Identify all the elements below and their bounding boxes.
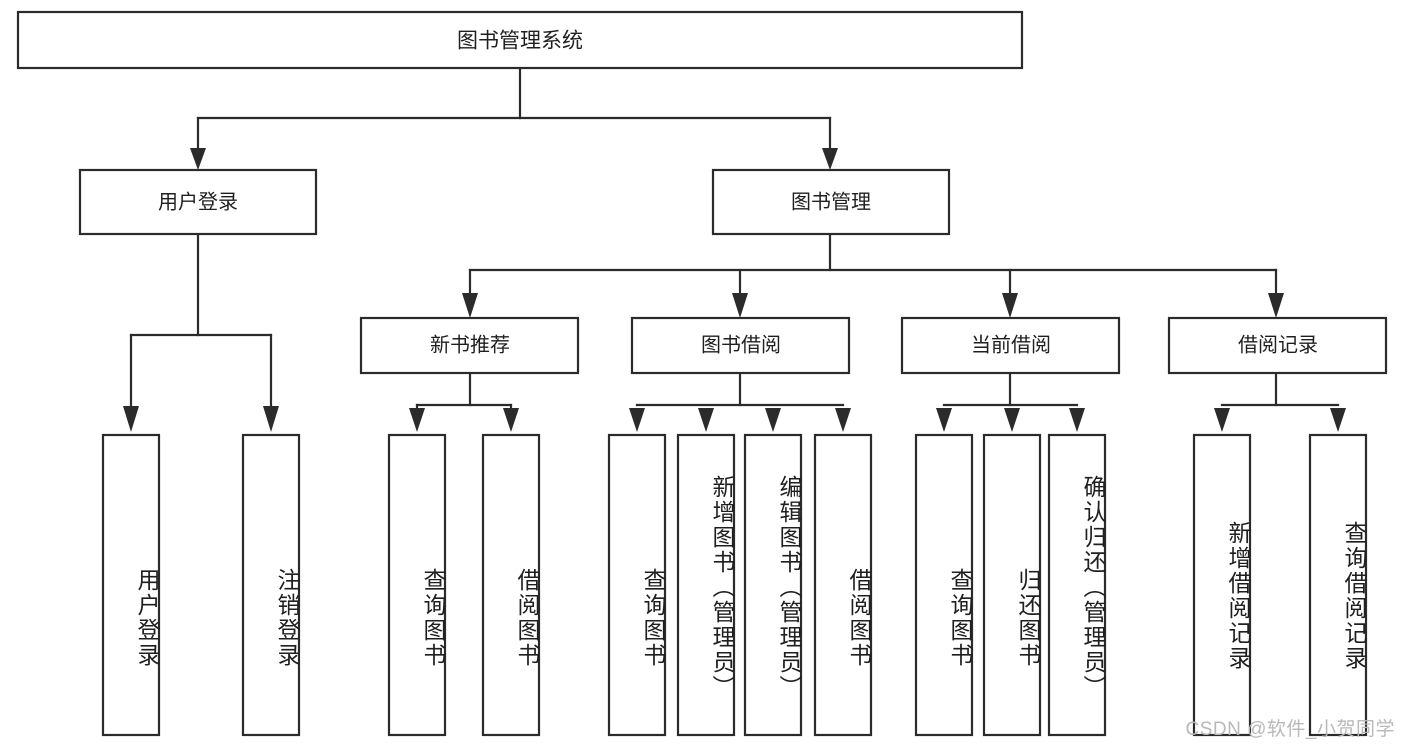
connector-bookborrow-to-leaves [629, 371, 851, 432]
node-user-login[interactable]: 用户登录 [78, 168, 318, 236]
arrowhead-l3-3 [1002, 293, 1018, 318]
node-root-box [16, 10, 1024, 70]
leaf-box-current-borrow-1[interactable] [914, 433, 974, 737]
leaf-box-book-borrow-1[interactable] [607, 433, 667, 737]
leaf-box-new-book-1[interactable] [387, 433, 447, 737]
arrowhead-l3-2 [732, 293, 748, 318]
leaf-box-book-borrow-4[interactable] [813, 433, 873, 737]
node-new-book-recommend[interactable]: 新书推荐 [359, 316, 580, 375]
arrowhead-currentborrow-2 [1004, 408, 1020, 432]
arrowhead-currentborrow-3 [1069, 408, 1085, 432]
leaf-box-new-book-2[interactable] [481, 433, 541, 737]
connector-root-to-level2 [190, 66, 838, 170]
connector-borrowrecord-to-leaves [1214, 371, 1346, 432]
leaf-box-current-borrow-2[interactable] [982, 433, 1042, 737]
csdn-watermark: CSDN @软件_小贺同学 [1185, 719, 1395, 740]
leaf-box-borrow-record-2[interactable] [1308, 433, 1368, 737]
leaf-box-user-login-2[interactable] [241, 433, 301, 737]
node-root-system[interactable]: 图书管理系统 [16, 10, 1024, 70]
arrowhead-bookborrow-3 [765, 408, 781, 432]
arrowhead-book-manage [822, 148, 838, 170]
arrowhead-user-login [190, 148, 206, 170]
leaf-box-user-login-1[interactable] [101, 433, 161, 737]
node-book-manage-label: 图书管理 [791, 190, 871, 213]
node-current-borrow-label: 当前借阅 [971, 333, 1051, 356]
leaf-box-current-borrow-3[interactable] [1047, 433, 1107, 737]
node-current-borrow[interactable]: 当前借阅 [900, 316, 1121, 375]
node-borrow-record-label: 借阅记录 [1238, 333, 1318, 356]
node-book-borrow-box [630, 316, 851, 375]
arrowhead-newbook-1 [409, 408, 425, 432]
arrowhead-leaf-userlogin-1 [123, 406, 139, 432]
node-book-manage-box [711, 168, 951, 236]
arrowhead-l3-1 [462, 293, 478, 318]
node-book-borrow-label: 图书借阅 [701, 333, 781, 356]
connector-userlogin-to-leaves [123, 232, 279, 432]
arrowhead-bookborrow-4 [835, 408, 851, 432]
arrowhead-leaf-userlogin-2 [263, 406, 279, 432]
node-new-book-recommend-box [359, 316, 580, 375]
connector-currentborrow-to-leaves [936, 371, 1085, 432]
node-book-manage[interactable]: 图书管理 [711, 168, 951, 236]
node-user-login-box [78, 168, 318, 236]
arrowhead-bookborrow-2 [698, 408, 714, 432]
node-current-borrow-box [900, 316, 1121, 375]
arrowhead-newbook-2 [503, 408, 519, 432]
leaf-box-book-borrow-3[interactable] [743, 433, 803, 737]
leaf-box-book-borrow-2[interactable] [676, 433, 736, 737]
arrowhead-bookborrow-1 [629, 408, 645, 432]
node-root-label: 图书管理系统 [457, 30, 583, 53]
arrowhead-borrowrecord-2 [1330, 408, 1346, 432]
node-borrow-record[interactable]: 借阅记录 [1167, 316, 1388, 375]
arrowhead-currentborrow-1 [936, 408, 952, 432]
node-book-borrow[interactable]: 图书借阅 [630, 316, 851, 375]
connector-bookmanage-to-level3 [462, 232, 1284, 318]
node-user-login-label: 用户登录 [158, 190, 238, 213]
arrowhead-borrowrecord-1 [1214, 408, 1230, 432]
leaf-box-borrow-record-1[interactable] [1192, 433, 1252, 737]
arrowhead-l3-4 [1268, 293, 1284, 318]
node-new-book-recommend-label: 新书推荐 [430, 333, 510, 356]
connector-newbook-to-leaves [409, 371, 519, 432]
node-borrow-record-box [1167, 316, 1388, 375]
